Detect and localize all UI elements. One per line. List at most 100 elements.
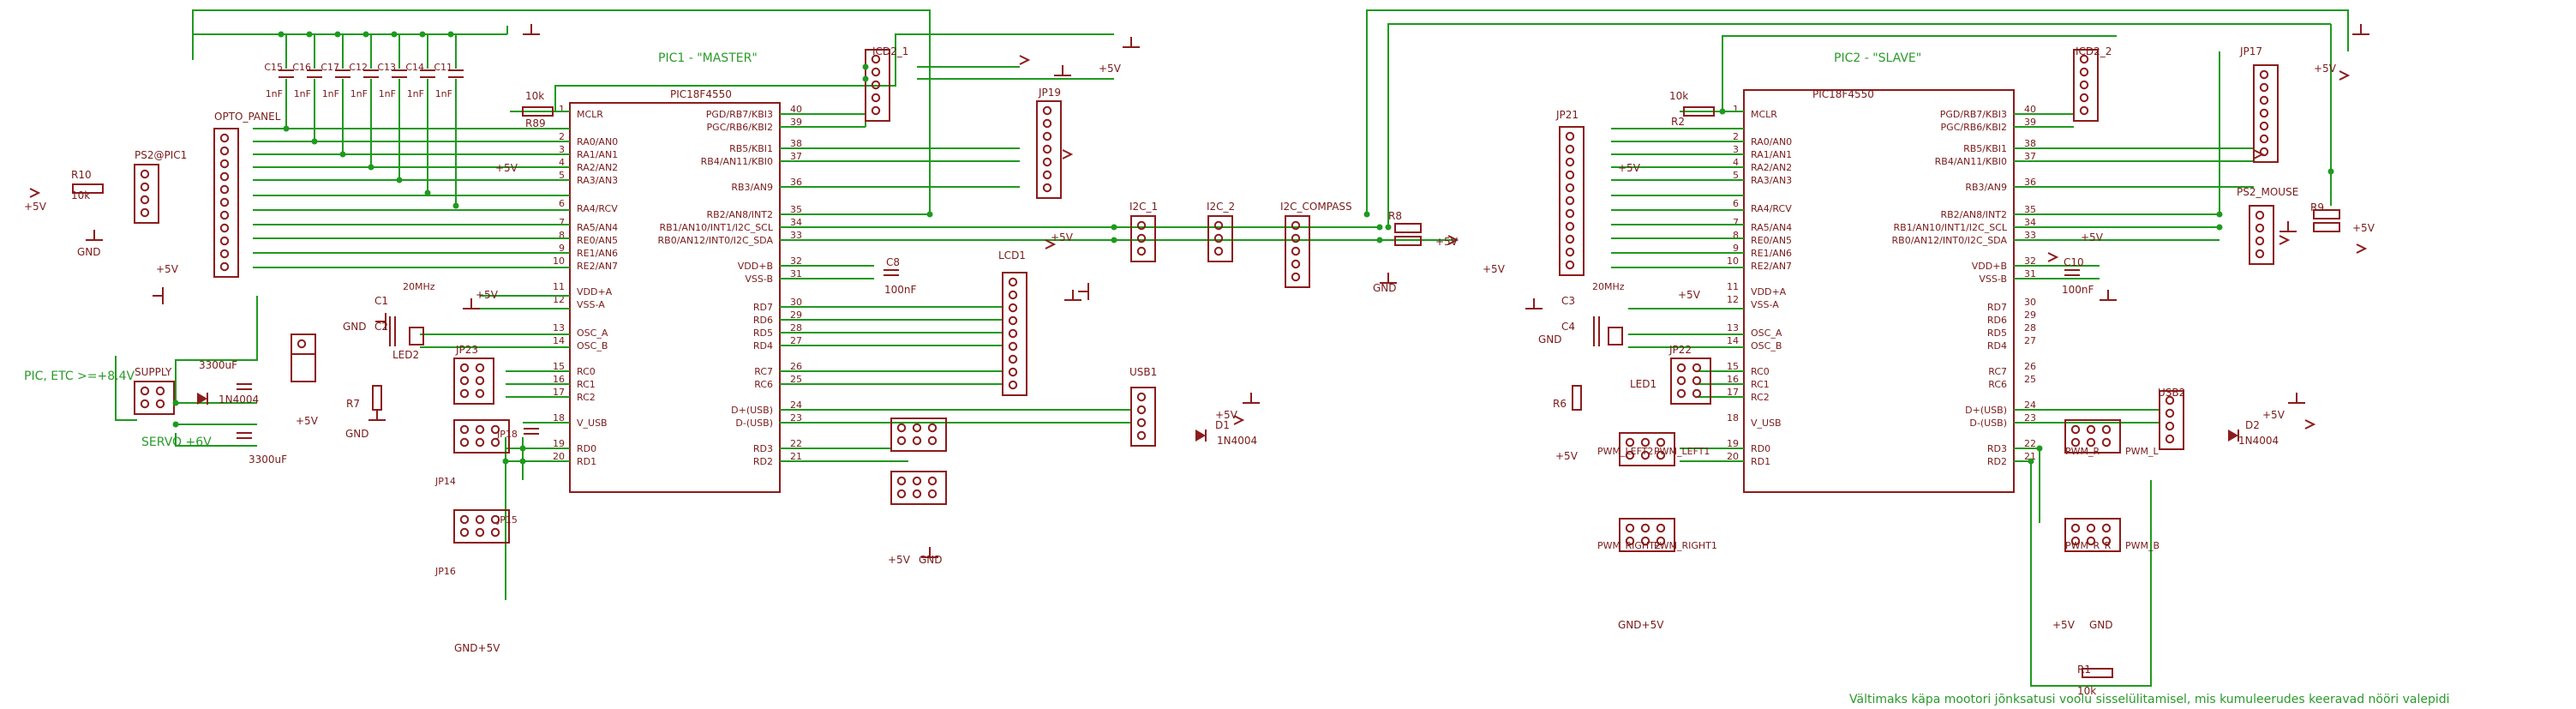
pin-label: D+(USB): [1965, 405, 2007, 416]
wiring-pic1: C151nFC161nFC171nFC121nFC131nFC141nFC111…: [115, 9, 1457, 600]
junction: [278, 31, 285, 38]
junction: [2036, 445, 2043, 452]
supply-arrow: [1019, 55, 1031, 65]
header-pin: [2165, 395, 2175, 406]
junction: [306, 31, 313, 38]
ps2m-label: PS2_MOUSE: [2237, 186, 2298, 198]
header-pin: [2165, 434, 2175, 444]
header-pin: [1008, 277, 1018, 287]
pin-label: D-(USB): [735, 418, 773, 429]
header-pin: [912, 423, 922, 433]
pin-number: 19: [1727, 438, 1739, 449]
resistor: [2313, 222, 2340, 232]
pin-label: RA0/AN0: [577, 136, 618, 147]
pin-label: RB4/AN11/KBI0: [1935, 156, 2007, 167]
gnd-f: GND: [343, 321, 367, 333]
pin-number: 19: [553, 438, 565, 449]
gnd-g: GND: [1538, 333, 1562, 345]
pin-label: VSS-B: [745, 273, 773, 285]
pwm-right-header: [1619, 518, 1675, 552]
header-pin: [1565, 234, 1575, 244]
pin-label: V_USB: [1751, 418, 1782, 429]
c8-label: C8: [886, 256, 900, 268]
resistor: [1572, 385, 1582, 411]
header-pin: [1676, 388, 1686, 399]
pin-number: 22: [790, 438, 802, 449]
jp21-header: [1559, 126, 1585, 276]
r2-val: 10k: [1669, 90, 1688, 102]
plus5-d: +5V: [2081, 231, 2104, 243]
header-pin: [1565, 157, 1575, 167]
header-pin: [927, 476, 938, 486]
pic2-title: PIC2 - "SLAVE": [1834, 51, 1921, 65]
pin-label: PGD/RB7/KBI3: [706, 109, 773, 120]
junction: [1111, 237, 1117, 243]
header-pin: [1136, 392, 1147, 402]
header-pin: [475, 514, 485, 525]
c3-label: C3: [1561, 295, 1575, 307]
pin-label: VSS-A: [577, 299, 605, 310]
pin-label: RA4/RCV: [577, 203, 618, 214]
r1-label: R1: [2077, 664, 2091, 676]
junction: [2216, 211, 2223, 218]
r8-label: R8: [1388, 210, 1402, 222]
pin-label: RA5/AN4: [577, 222, 618, 233]
header-pin: [871, 67, 881, 77]
gnd-d: GND: [919, 554, 943, 566]
jp-right-top: [890, 418, 947, 452]
c3300b-label: 3300uF: [249, 454, 287, 466]
header-pin: [1008, 315, 1018, 326]
c10-label: C10: [2064, 256, 2084, 268]
pin-label: RE2/AN7: [1751, 261, 1792, 272]
crystal: [409, 327, 424, 345]
pin-label: RC1: [577, 379, 596, 390]
gnd-c: GND: [345, 428, 369, 440]
plus5-b: +5V: [1051, 231, 1074, 243]
supply-arrow: [2339, 70, 2351, 81]
header-pin: [1565, 260, 1575, 270]
pin-label: RA4/RCV: [1751, 203, 1792, 214]
d4-label: 1N4004: [219, 394, 259, 406]
r10-val: 10k: [71, 189, 90, 201]
plus5-i: +5V: [476, 289, 499, 301]
pin-label: RC0: [577, 366, 596, 377]
pin-label: RD2: [753, 456, 773, 467]
cap-label: C16: [292, 62, 311, 73]
header-pin: [2259, 82, 2269, 93]
pin-label: OSC_B: [1751, 340, 1782, 351]
crystal: [1608, 327, 1623, 345]
plus5-j: +5V: [1483, 263, 1506, 275]
header-pin: [2086, 437, 2096, 448]
header-pin: [1008, 303, 1018, 313]
cap-value: 1nF: [379, 88, 396, 99]
cap-label: C12: [349, 62, 368, 73]
pin-number: 35: [2024, 204, 2036, 215]
pin-number: 4: [559, 157, 565, 168]
jp22-label: JP22: [1668, 344, 1692, 356]
pin-label: RB5/KBI1: [729, 143, 773, 154]
pin-number: 30: [2024, 297, 2036, 308]
junction: [447, 31, 454, 38]
header-pin: [871, 80, 881, 90]
header-pin: [475, 376, 485, 386]
supply-arrow: [1447, 235, 1459, 245]
junction: [391, 31, 398, 38]
pwm-l2-label: PWM_LEFT2: [1597, 446, 1653, 457]
jp21-label: JP21: [1555, 109, 1579, 121]
resistor: [522, 106, 554, 117]
pin-number: 25: [790, 374, 802, 385]
header-pin: [896, 436, 907, 446]
pin-label: RC6: [754, 379, 773, 390]
pin-number: 39: [2024, 117, 2036, 128]
jp23-label: JP23: [455, 344, 478, 356]
pin-label: OSC_A: [1751, 327, 1782, 339]
pin-label: VDD+A: [1751, 286, 1787, 297]
pin-number: 31: [790, 268, 802, 279]
pin-label: OSC_B: [577, 340, 608, 351]
pin-label: RD7: [753, 302, 773, 313]
pin-label: VDD+A: [577, 286, 613, 297]
header-pin: [1042, 105, 1052, 116]
pin-label: VSS-B: [1979, 273, 2007, 285]
supply-header: [134, 381, 175, 415]
